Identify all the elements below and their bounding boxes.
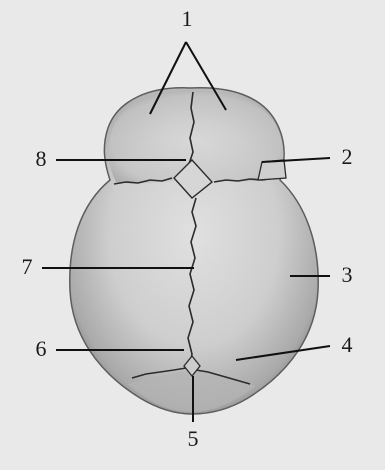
label-5: 5 [182,428,204,450]
label-4: 4 [336,334,358,356]
label-1: 1 [176,8,198,30]
label-6: 6 [30,338,52,360]
label-7: 7 [16,256,38,278]
label-8: 8 [30,148,52,170]
label-2: 2 [336,146,358,168]
sphenoid-fontanelle [258,160,286,180]
label-3: 3 [336,264,358,286]
